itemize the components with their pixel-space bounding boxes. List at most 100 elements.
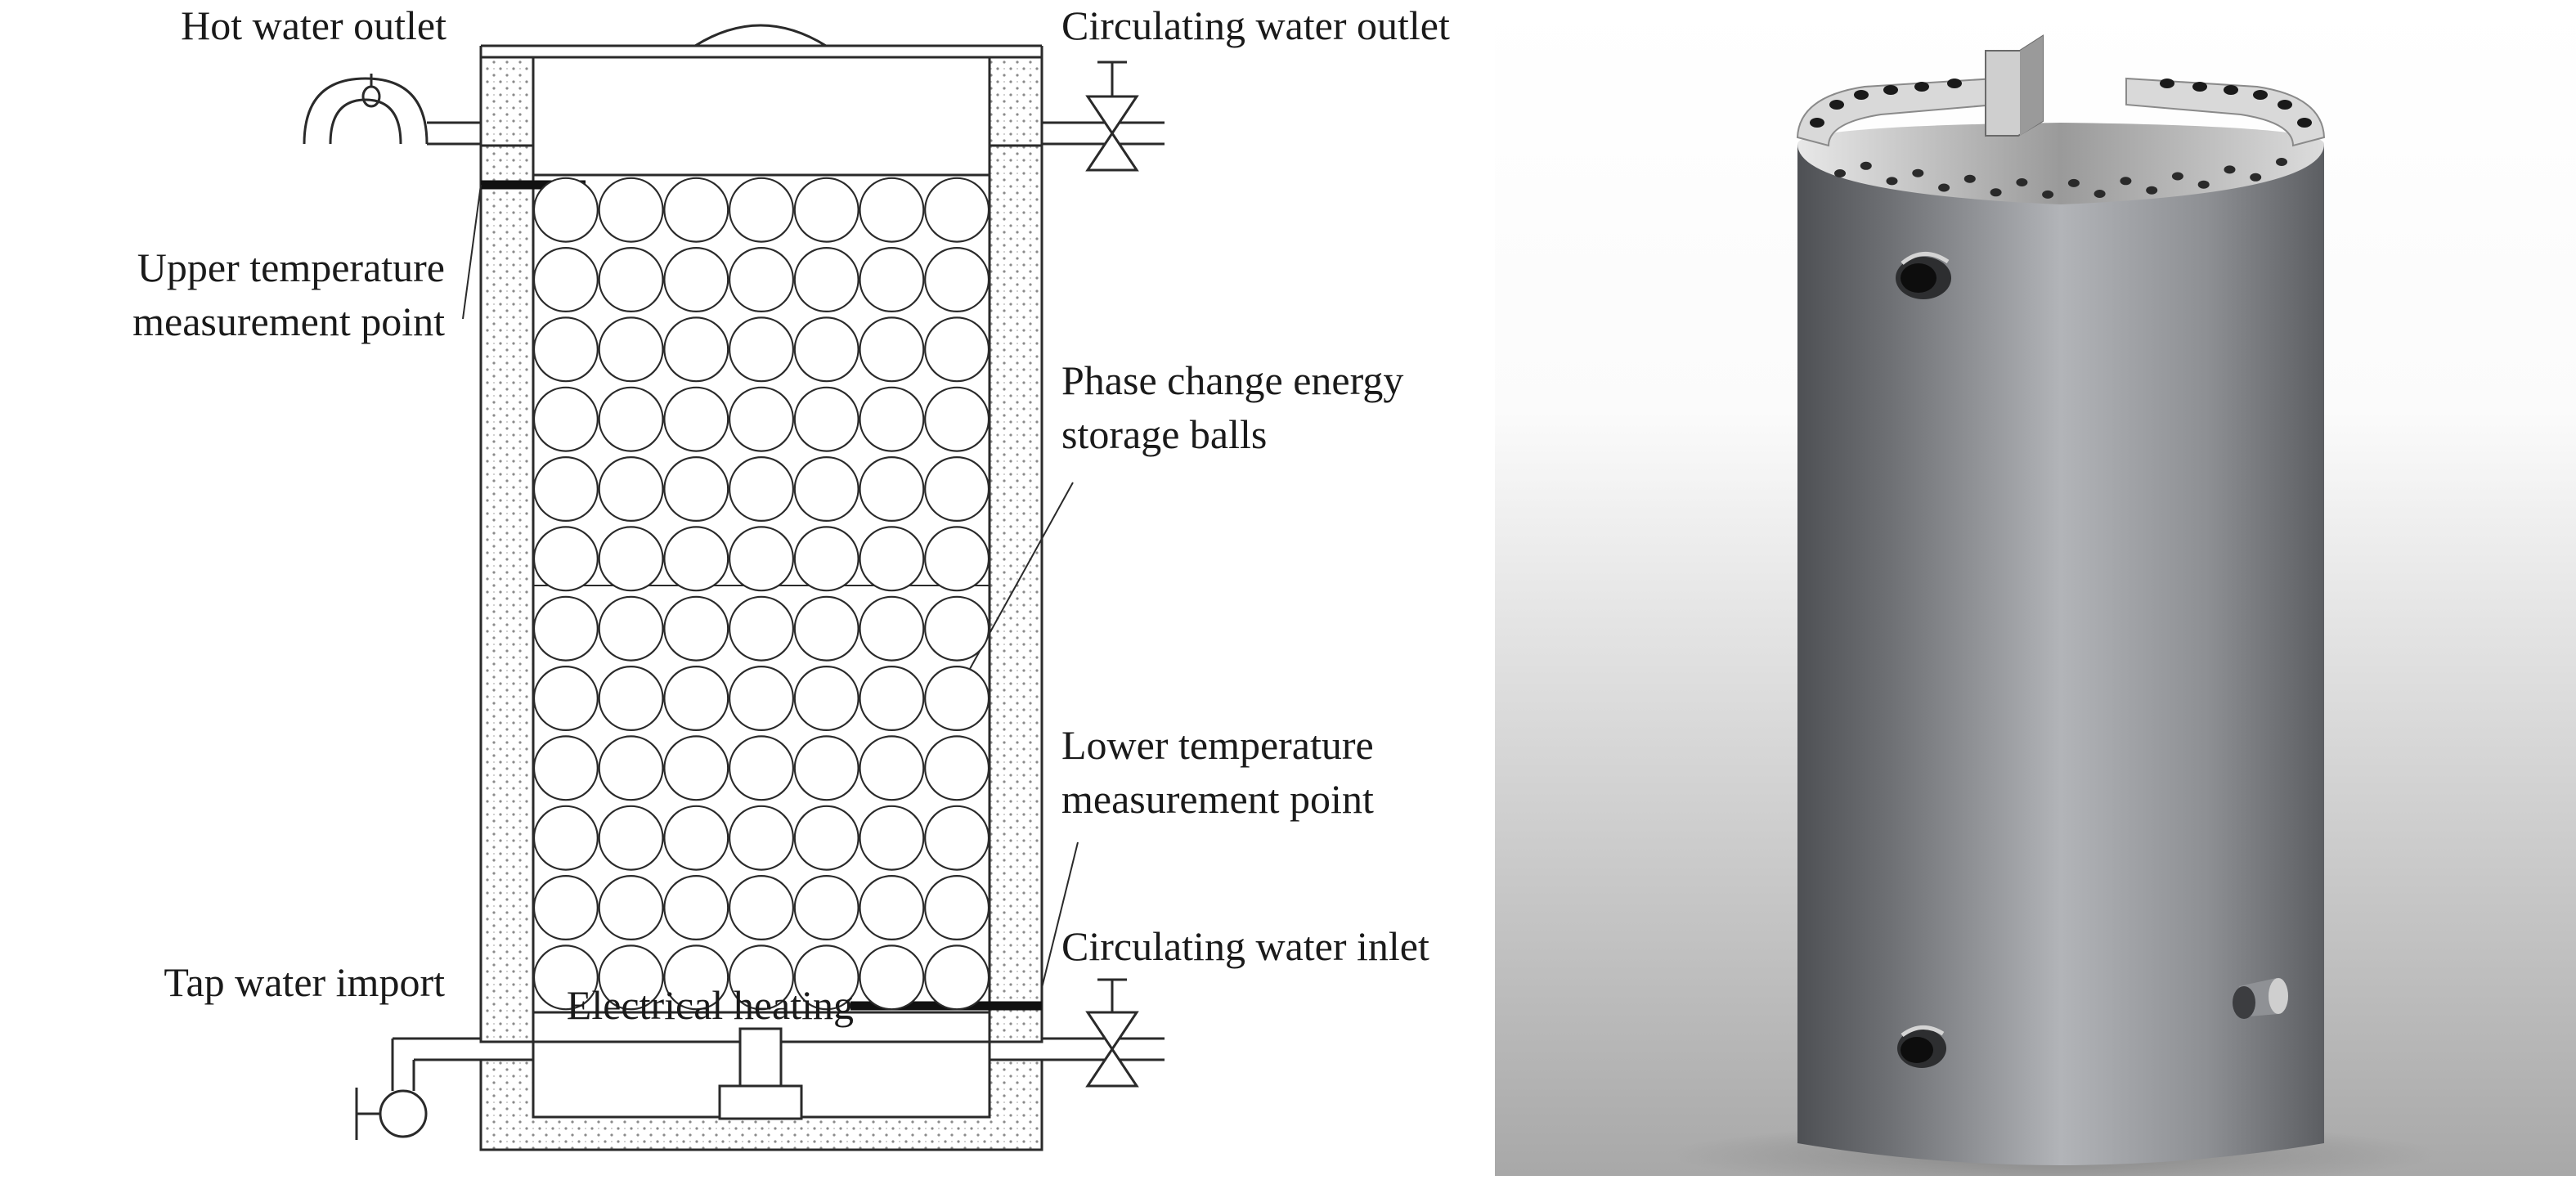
storage-ball [728, 386, 794, 452]
label-circulating-water-outlet: Circulating water outlet [1061, 2, 1450, 48]
inner-hole [2197, 180, 2210, 189]
storage-ball [793, 805, 859, 871]
storage-ball [859, 735, 925, 801]
storage-ball [859, 595, 925, 662]
storage-ball [663, 526, 729, 592]
circulating-inlet-valve [1085, 1011, 1139, 1088]
storage-ball [663, 665, 729, 731]
heater-box-lower [718, 1084, 803, 1120]
storage-ball [924, 944, 990, 1011]
rim-hole [2297, 118, 2312, 128]
inner-hole [2067, 178, 2080, 187]
storage-ball [663, 735, 729, 801]
storage-ball [859, 455, 925, 522]
cylinder-inner-wall [1797, 123, 2324, 204]
storage-ball [532, 874, 599, 940]
storage-ball [663, 944, 729, 1011]
storage-ball [598, 247, 664, 313]
storage-ball [728, 526, 794, 592]
storage-ball [793, 595, 859, 662]
storage-ball [793, 735, 859, 801]
inner-hole [2042, 190, 2054, 199]
storage-ball [532, 526, 599, 592]
tank-3d-render [1495, 0, 2576, 1180]
storage-ball [793, 944, 859, 1011]
storage-ball [663, 595, 729, 662]
tap-water-valve [379, 1089, 428, 1138]
top-dome [694, 24, 827, 47]
inner-hole [2016, 178, 2028, 186]
rim-hole [2192, 82, 2207, 92]
hot-water-outlet-pipe [303, 77, 429, 145]
storage-ball [663, 805, 729, 871]
rim-hole [1810, 118, 1824, 128]
storage-ball [728, 874, 794, 940]
nozzle-lower-right [2233, 978, 2288, 1019]
rim-hole [2224, 85, 2238, 95]
storage-ball [924, 177, 990, 243]
storage-ball [598, 386, 664, 452]
inner-hole [1990, 188, 2002, 197]
rim-hole [1883, 85, 1898, 95]
label-upper-temp-2: measurement point [132, 298, 445, 344]
storage-ball [924, 805, 990, 871]
label-phase-change-2: storage balls [1061, 411, 1267, 457]
cylinder-rim-right [2125, 77, 2326, 147]
nozzle-lower-left [1897, 1025, 1946, 1068]
storage-ball [859, 805, 925, 871]
circulating-outlet-valve [1085, 95, 1139, 172]
storage-ball [859, 874, 925, 940]
rim-hole [2253, 90, 2268, 100]
storage-ball [728, 735, 794, 801]
storage-ball [663, 316, 729, 383]
rim-hole [2278, 100, 2292, 110]
storage-ball [598, 177, 664, 243]
storage-ball [793, 874, 859, 940]
label-phase-change-1: Phase change energy [1061, 357, 1403, 403]
hot-water-valve [361, 85, 381, 108]
leader-lower-temp [1041, 841, 1079, 989]
storage-ball [663, 874, 729, 940]
storage-ball [859, 316, 925, 383]
storage-ball [728, 177, 794, 243]
storage-ball [793, 177, 859, 243]
storage-chamber [532, 173, 991, 1014]
inner-hole [2171, 172, 2183, 181]
storage-ball [532, 944, 599, 1011]
inner-hole [2094, 190, 2106, 198]
storage-ball [598, 805, 664, 871]
storage-ball [728, 247, 794, 313]
storage-ball [532, 665, 599, 731]
label-electrical-heating: Electrical heating [567, 982, 854, 1028]
storage-ball [598, 526, 664, 592]
storage-ball [532, 735, 599, 801]
storage-ball [793, 386, 859, 452]
label-hot-water-outlet: Hot water outlet [181, 2, 447, 48]
tank-schematic [303, 24, 1165, 1151]
storage-ball [598, 874, 664, 940]
storage-ball [598, 665, 664, 731]
inner-hole [1886, 177, 1898, 186]
label-tap-water-import: Tap water import [164, 959, 445, 1005]
storage-ball [728, 665, 794, 731]
storage-ball [924, 595, 990, 662]
storage-ball [532, 595, 599, 662]
rim-holes [1810, 79, 2312, 128]
storage-ball [859, 944, 925, 1011]
inner-hole [1912, 168, 1924, 177]
storage-ball [532, 386, 599, 452]
storage-ball [924, 386, 990, 452]
storage-ball [924, 874, 990, 940]
phase-change-balls [532, 177, 990, 1011]
storage-ball [532, 247, 599, 313]
inner-hole [2146, 186, 2158, 195]
storage-ball [793, 316, 859, 383]
storage-ball [859, 177, 925, 243]
storage-ball [663, 177, 729, 243]
left-wall-main [479, 144, 535, 1043]
storage-ball [598, 944, 664, 1011]
inner-hole [1938, 183, 1950, 192]
label-lower-temp-1: Lower temperature [1061, 722, 1374, 768]
rim-hole [1914, 82, 1929, 92]
